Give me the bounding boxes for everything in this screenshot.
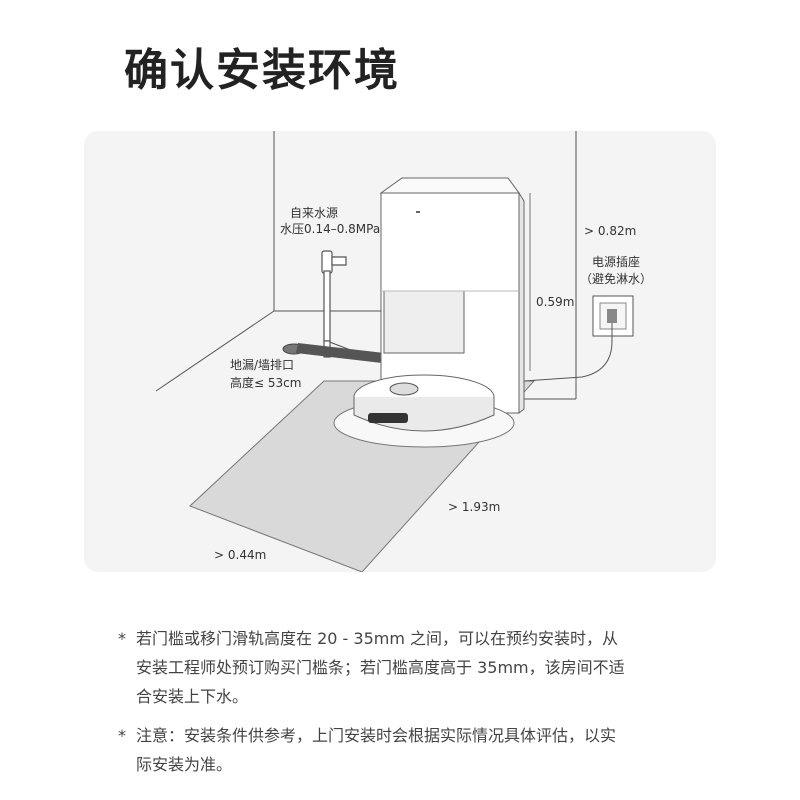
note-item: * 若门槛或移门滑轨高度在 20 - 35mm 之间，可以在预约安装时，从 安装… [118,624,688,711]
socket-label: 电源插座 [592,255,641,269]
left-clearance-label: > 0.44m [214,548,267,562]
dock-height-label: 0.59m [536,295,575,309]
drain-label: 地漏/墙排口 [230,358,295,372]
front-clearance-label: > 1.93m [448,500,501,514]
installation-illustration [155,131,634,572]
note-line: 注意：安装条件供参考，上门安装时会根据实际情况具体评估，以实 [136,726,617,745]
robot-vacuum [333,374,515,448]
socket-note-label: （避免淋水） [580,272,653,286]
faucet-icon [321,250,375,360]
note-marker: * [118,629,126,648]
docking-station [379,177,525,415]
installation-diagram: 自来水源 水压0.14–0.8MPa 地漏/墙排口 高度≤ 53cm 0.59m… [84,131,716,572]
water-source-label: 自来水源 [290,206,339,220]
water-pressure-label: 水压0.14–0.8MPa [280,222,381,236]
note-marker: * [118,726,126,745]
note-item: * 注意：安装条件供参考，上门安装时会根据实际情况具体评估，以实 际安装为准。 [118,721,688,779]
power-socket-icon [523,295,634,382]
side-clearance-label: > 0.82m [584,224,637,238]
note-line: 安装工程师处预订购买门槛条；若门槛高度高于 35mm，该房间不适 [136,658,625,677]
note-line: 合安装上下水。 [136,687,249,706]
note-line: 际安装为准。 [136,755,233,774]
drain-height-label: 高度≤ 53cm [230,376,302,390]
note-line: 若门槛或移门滑轨高度在 20 - 35mm 之间，可以在预约安装时，从 [136,629,619,648]
page-title: 确认安装环境 [124,45,400,96]
drain-pipe [282,343,385,364]
notes-section: * 若门槛或移门滑轨高度在 20 - 35mm 之间，可以在预约安装时，从 安装… [118,624,688,789]
